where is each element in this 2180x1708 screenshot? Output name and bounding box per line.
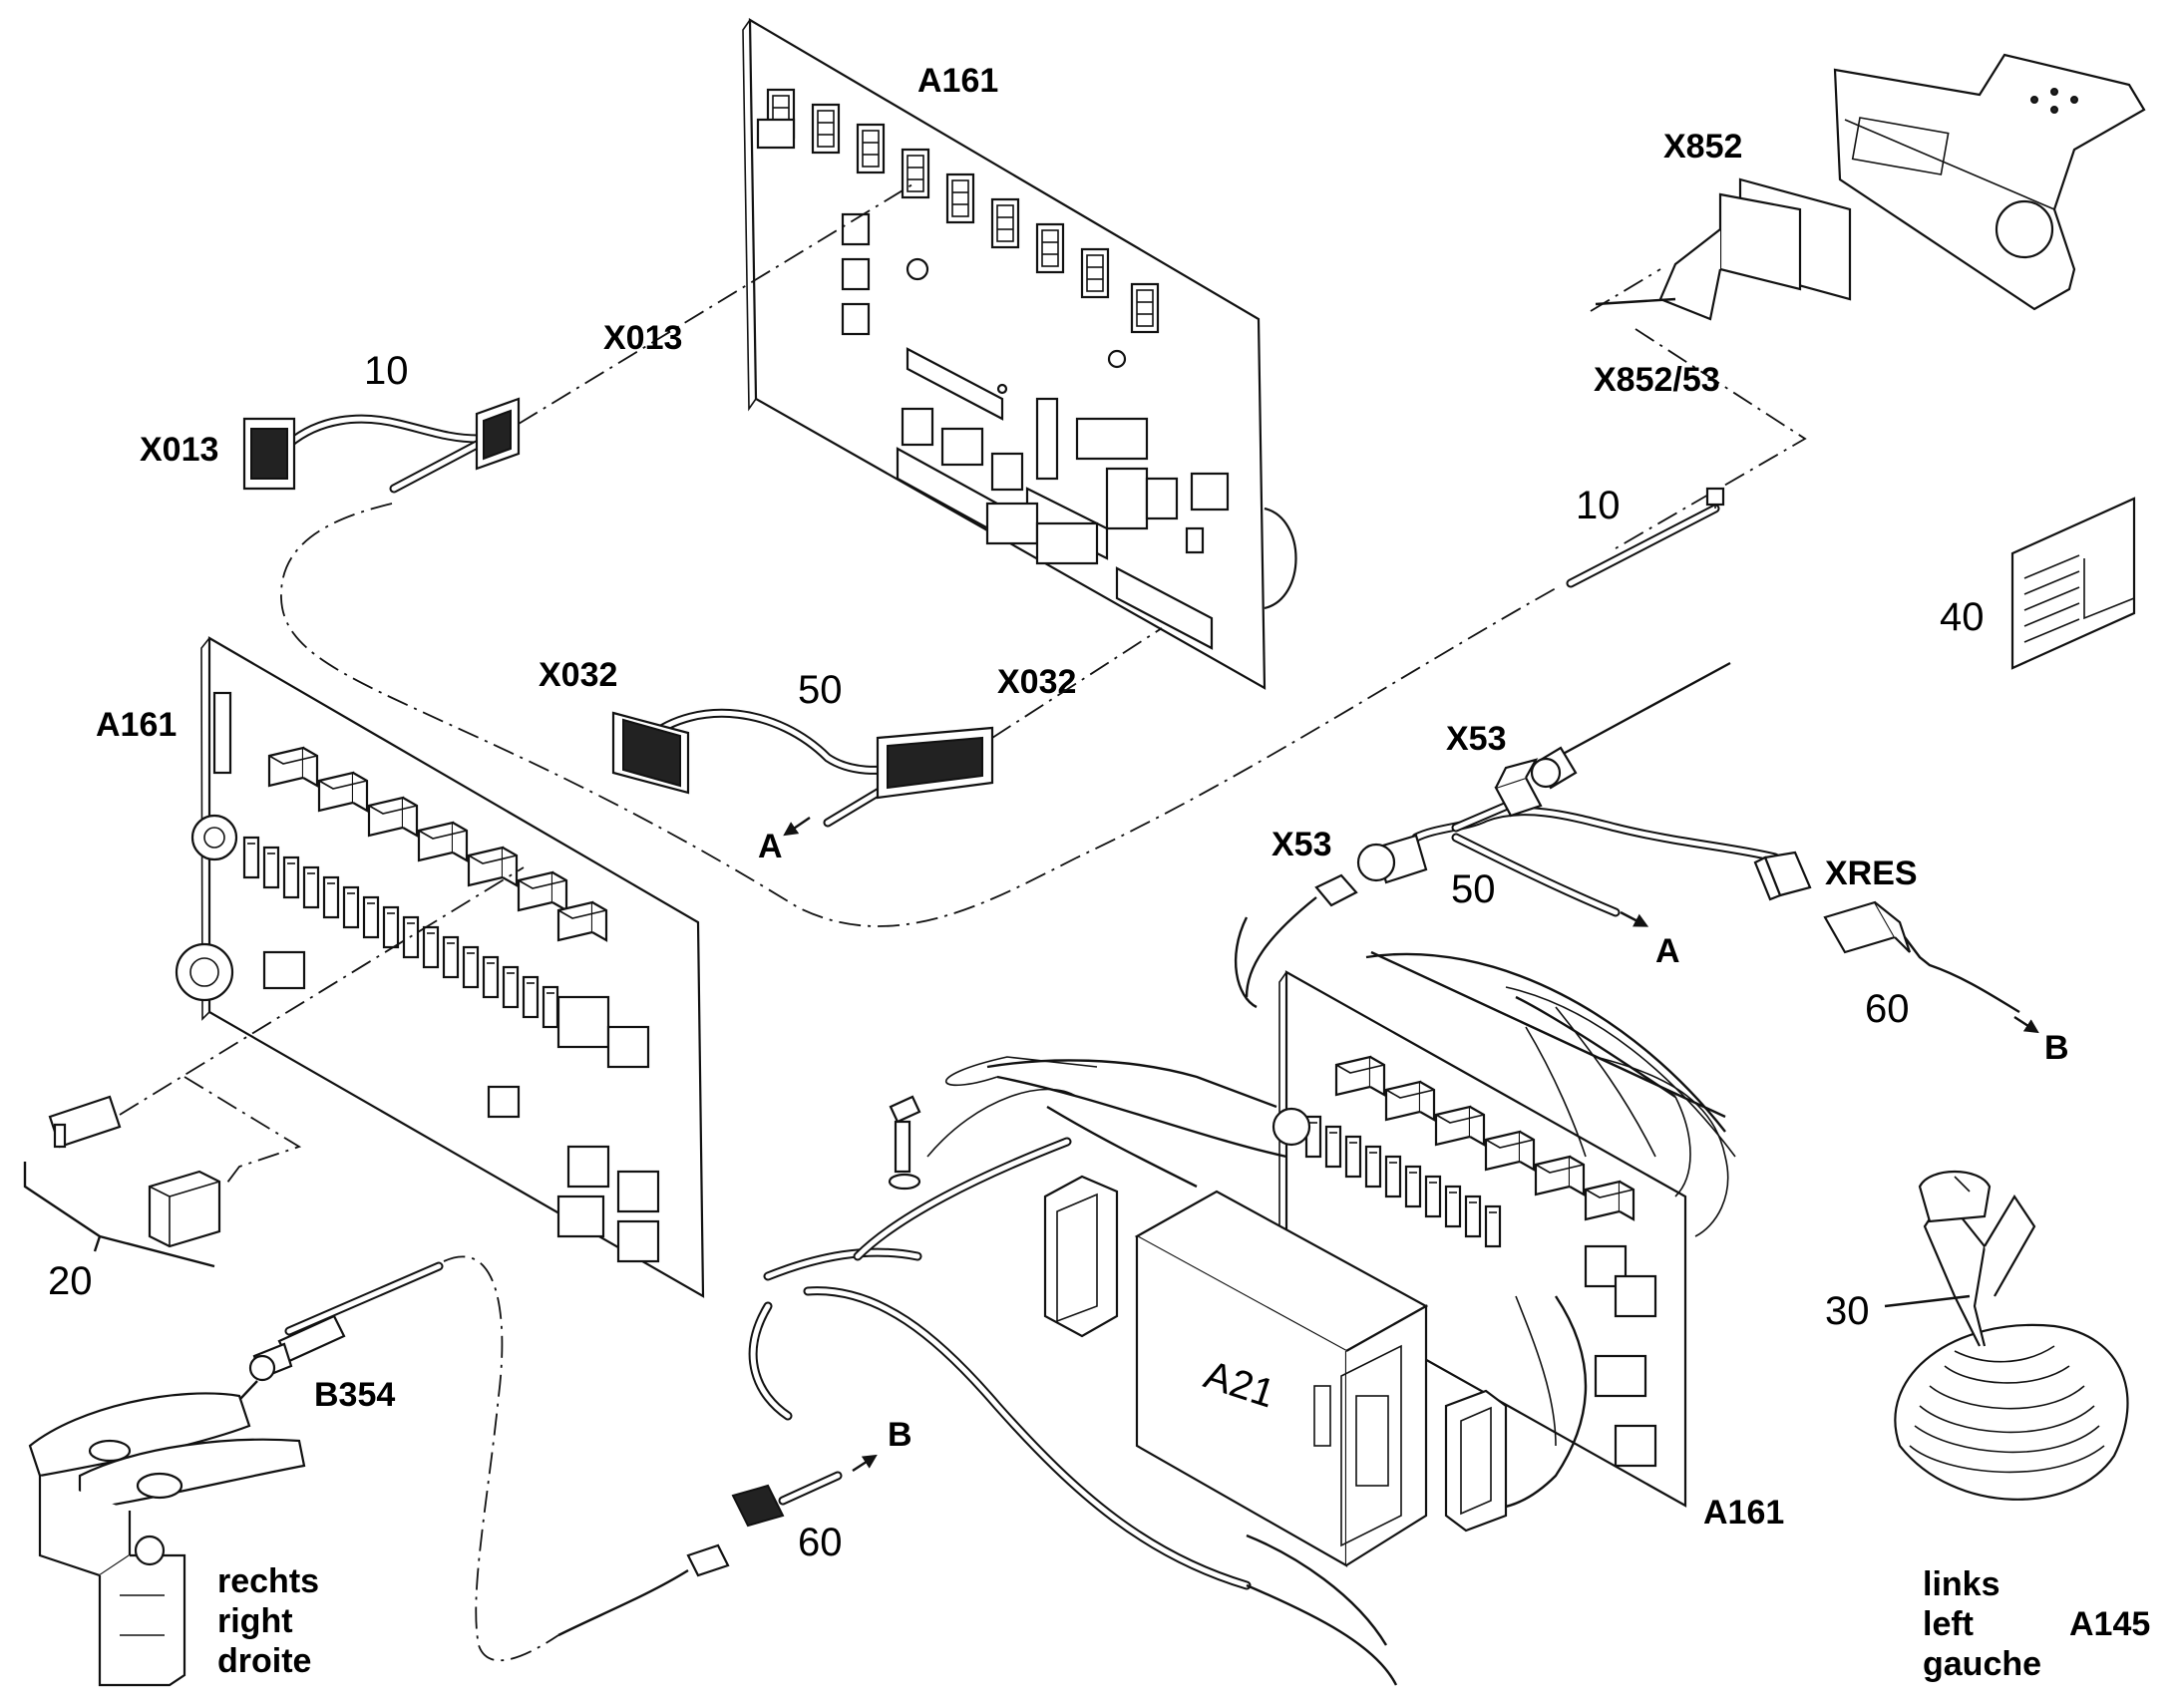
label-a161-left: A161	[96, 706, 177, 744]
item-10-left: 10	[364, 349, 409, 393]
label-x852: X852	[1663, 128, 1742, 166]
item-50-right: 50	[1451, 867, 1496, 911]
arrow-a-left: A	[758, 828, 783, 865]
bracket-x852	[1833, 53, 2146, 311]
joystick-a145	[1894, 1170, 2129, 1501]
cable-x53	[1356, 758, 1812, 917]
connector-vertical-right	[1444, 1389, 1508, 1533]
side-note-right-1: rechts	[217, 1562, 319, 1600]
side-note-left-1: links	[1923, 1565, 1999, 1603]
side-note-right-2: right	[217, 1602, 293, 1640]
module-a21	[1134, 1190, 1429, 1567]
circuit-board-top	[742, 18, 1297, 690]
cable-sensor-upper	[1530, 661, 1731, 790]
side-note-left-3: gauche	[1923, 1645, 2041, 1683]
connector-x852	[1595, 177, 1852, 321]
cable-x013	[242, 397, 521, 494]
label-a161-top: A161	[917, 62, 998, 100]
label-a161-bottom: A161	[1703, 1494, 1784, 1532]
cable-x032	[611, 708, 994, 828]
relay-group	[48, 1095, 221, 1248]
label-xres: XRES	[1825, 854, 1918, 892]
plug-xres	[1823, 900, 2020, 1014]
arrow-b-right: B	[2044, 1029, 2069, 1067]
side-note-left-2: left	[1923, 1605, 1974, 1643]
item-60-bottom: 60	[798, 1521, 843, 1564]
label-b354: B354	[314, 1376, 395, 1414]
bolt	[888, 1095, 921, 1191]
side-note-right-3: droite	[217, 1642, 311, 1680]
item-30: 30	[1825, 1289, 1870, 1333]
arrow-a-right: A	[1655, 932, 1680, 970]
arrow-b-bottom: B	[888, 1416, 912, 1454]
label-x53-lower: X53	[1272, 826, 1332, 863]
item-20: 20	[48, 1259, 93, 1303]
label-x032-left: X032	[539, 656, 617, 694]
cable-x852-53	[1566, 487, 1725, 588]
harness-main	[748, 916, 1736, 1686]
item-10-right: 10	[1576, 484, 1621, 527]
circuit-board-left	[175, 636, 705, 1298]
connector-vertical-left	[1043, 1175, 1119, 1338]
label-x013-right: X013	[603, 319, 682, 357]
label-x032-right: X032	[997, 663, 1076, 701]
label-x852-53: X852/53	[1594, 361, 1720, 399]
pedal-right	[28, 1392, 306, 1687]
item-60-right: 60	[1865, 987, 1910, 1031]
plug-bottom	[557, 1471, 843, 1637]
label-x53-upper: X53	[1446, 720, 1507, 758]
item-40: 40	[1940, 595, 1985, 639]
sensor-b354	[223, 1261, 444, 1417]
label-sticker	[2010, 497, 2136, 670]
item-50-left: 50	[798, 668, 843, 712]
label-a145: A145	[2069, 1605, 2150, 1643]
label-x013-left: X013	[140, 431, 218, 469]
